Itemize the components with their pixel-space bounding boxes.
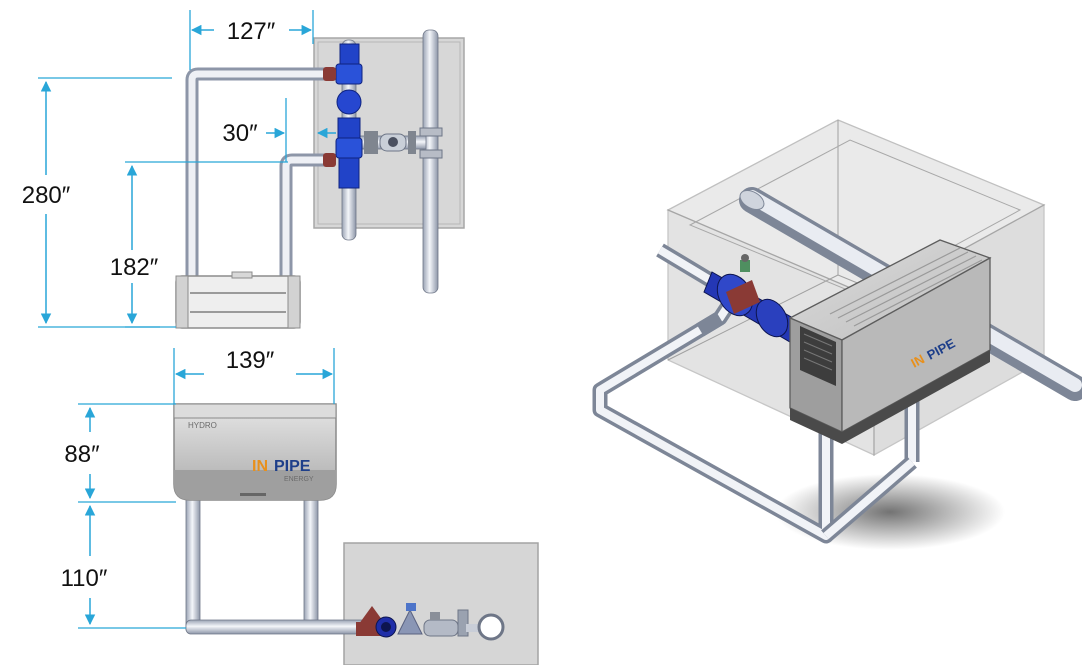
turbine-unit-plan — [175, 271, 301, 329]
dimension-139: 139″ — [173, 347, 335, 404]
dimension-182: 182″ — [110, 161, 288, 328]
brand-pipe: PIPE — [274, 458, 311, 475]
dimension-280: 280″ — [22, 77, 176, 328]
dimension-30: 30″ — [222, 98, 336, 162]
dim-label-110: 110″ — [61, 565, 108, 592]
valve-assembly-elevation — [356, 603, 505, 641]
dim-label-127: 127″ — [227, 18, 276, 45]
dim-label-88: 88″ — [64, 441, 100, 468]
vault-box-elevation — [343, 542, 539, 665]
bypass-pipe-outer — [185, 67, 330, 278]
dimension-127: 127″ — [189, 10, 314, 70]
dim-label-182: 182″ — [110, 254, 159, 281]
turbine-unit-front: HYDRO IN PIPE ENERGY — [173, 403, 337, 501]
dim-label-280: 280″ — [22, 182, 71, 209]
main-pipe-vertical — [422, 29, 439, 294]
brand-sub: ENERGY — [284, 476, 314, 483]
brand-in-iso: IN — [908, 351, 927, 370]
dim-label-139: 139″ — [226, 347, 275, 374]
brand-in: IN — [252, 458, 268, 475]
plan-view: 127″ 30″ 280″ 182″ — [22, 10, 465, 329]
elevation-view: HYDRO IN PIPE ENERGY 139″ — [61, 347, 539, 665]
turbine-unit-iso: IN PIPE — [788, 239, 992, 444]
dim-label-30: 30″ — [222, 120, 258, 147]
dimension-88: 88″ — [64, 403, 176, 503]
isometric-view: IN PIPE — [592, 119, 1082, 550]
model-label: HYDRO — [188, 421, 217, 430]
valve-assembly-plan — [323, 43, 443, 189]
bypass-pipe-horizontal — [185, 619, 373, 635]
dimension-110: 110″ — [61, 504, 186, 629]
